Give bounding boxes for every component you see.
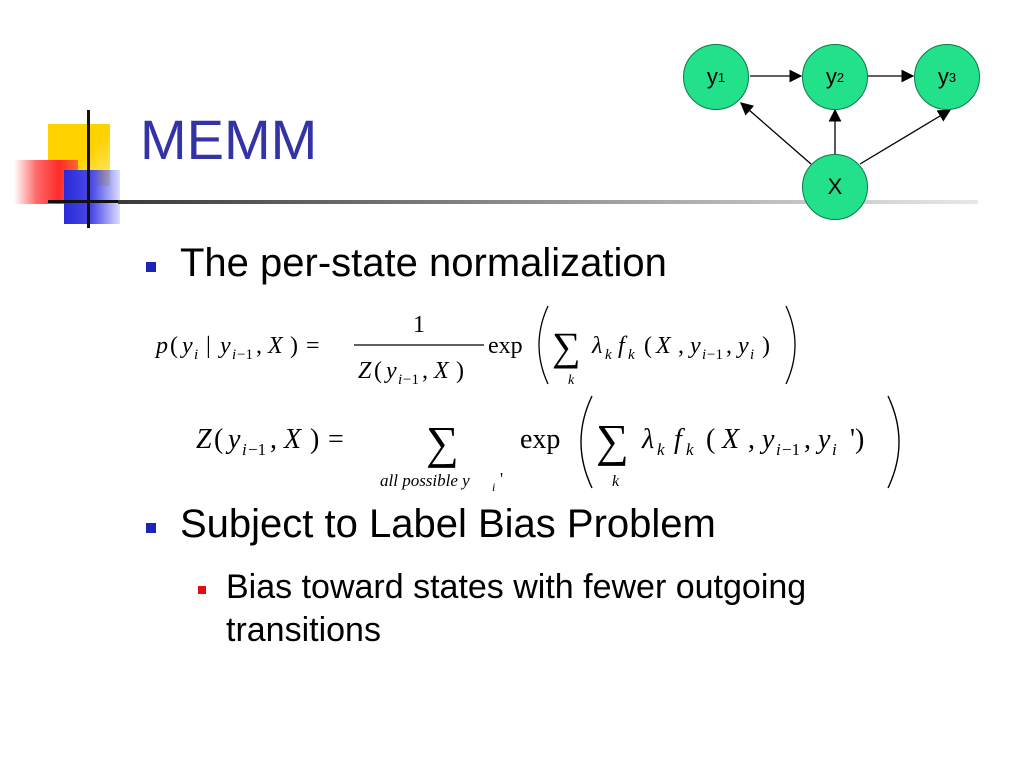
svg-text:λ: λ [641,424,654,455]
svg-text:(: ( [170,333,178,359]
svg-text:p: p [154,333,168,359]
svg-text:k: k [628,347,635,363]
svg-text:k: k [686,440,694,459]
node-y3-base: y [937,64,949,89]
svg-text:∑: ∑ [552,324,581,369]
svg-text:i: i [750,347,754,363]
node-y1-base: y [706,64,718,89]
svg-text:): ) [456,358,464,384]
equation-conditional-prob: p ( y i | y i−1 , X ) = 1 Z ( y i−1 , X … [154,305,796,388]
svg-text:∑: ∑ [596,415,629,466]
svg-text:,: , [678,333,684,359]
svg-text:λ: λ [591,333,602,359]
node-x-label: X [827,174,843,199]
svg-text:i: i [492,480,495,494]
svg-text:k: k [605,347,612,363]
svg-text:i: i [232,347,236,363]
svg-text:−1: −1 [707,347,723,363]
svg-text:−1: −1 [248,440,266,459]
ornament-vertical-line [87,110,90,228]
svg-text:X: X [267,333,284,359]
svg-text:exp: exp [488,333,523,359]
svg-text:': ' [500,469,503,488]
svg-text:y: y [218,333,231,359]
svg-text:y: y [384,358,397,384]
edge-x-y1 [740,102,812,165]
slide-title: MEMM [140,108,318,171]
svg-text:,: , [256,333,262,359]
svg-text:,: , [726,333,732,359]
svg-text:'): ') [850,424,864,455]
svg-text:y: y [736,333,749,359]
svg-text:∑: ∑ [426,417,459,468]
node-y2-base: y [825,64,837,89]
bullet-text-2: Subject to Label Bias Problem [180,502,716,546]
svg-text:all possible y: all possible y [380,471,470,490]
bullet-text-1: The per-state normalization [180,241,667,285]
node-y1-sub: 1 [717,69,726,85]
svg-text:y: y [225,424,241,455]
svg-text:X: X [655,333,672,359]
svg-text:=: = [328,424,344,455]
svg-text:): ) [290,333,298,359]
svg-text:f: f [674,424,685,455]
svg-text:exp: exp [520,424,560,455]
svg-text:X: X [283,424,302,455]
bullet-marker-1 [146,262,156,272]
svg-text:,: , [748,424,755,455]
equation-normalizer: Z ( y i−1 , X ) = ∑ all possible y i ' e… [196,395,900,494]
svg-text:k: k [568,373,575,388]
svg-text:X: X [721,424,740,455]
svg-text:(: ( [706,424,715,455]
svg-text:X: X [433,358,450,384]
svg-text:i: i [242,440,247,459]
svg-text:i: i [398,372,402,388]
svg-text:k: k [612,473,620,490]
svg-text:i: i [776,440,781,459]
svg-text:i: i [702,347,706,363]
edge-x-y3 [859,109,952,165]
svg-text:,: , [270,424,277,455]
svg-text:i: i [832,440,837,459]
svg-text:(: ( [214,424,223,455]
svg-text:,: , [422,358,428,384]
svg-text:): ) [310,424,319,455]
sub-bullet-text-1: Bias toward states with fewer outgoing t… [226,568,807,649]
sub-bullet-marker-1 [198,586,206,594]
svg-text:Z: Z [358,358,372,384]
ornament-horizontal-line [48,200,118,203]
graph-node-x: X [802,154,868,220]
title-underline [118,200,978,204]
svg-text:,: , [804,424,811,455]
svg-text:y: y [688,333,701,359]
svg-text:−1: −1 [403,372,419,388]
svg-text:y: y [180,333,193,359]
ornament-blue-square [64,170,120,224]
svg-text:(: ( [644,333,652,359]
svg-text:−1: −1 [782,440,800,459]
svg-text:=: = [306,333,320,359]
svg-text:(: ( [374,358,382,384]
svg-text:): ) [762,333,770,359]
bullet-marker-2 [146,523,156,533]
svg-text:y: y [759,424,775,455]
svg-text:Z: Z [196,424,212,455]
svg-text:1: 1 [413,312,425,338]
svg-text:y: y [815,424,831,455]
svg-text:f: f [618,333,628,359]
node-y3-sub: 3 [948,69,957,85]
svg-text:i: i [194,347,198,363]
svg-text:|: | [206,333,211,359]
node-y2-sub: 2 [836,69,845,85]
svg-text:−1: −1 [237,347,253,363]
svg-text:k: k [657,440,665,459]
